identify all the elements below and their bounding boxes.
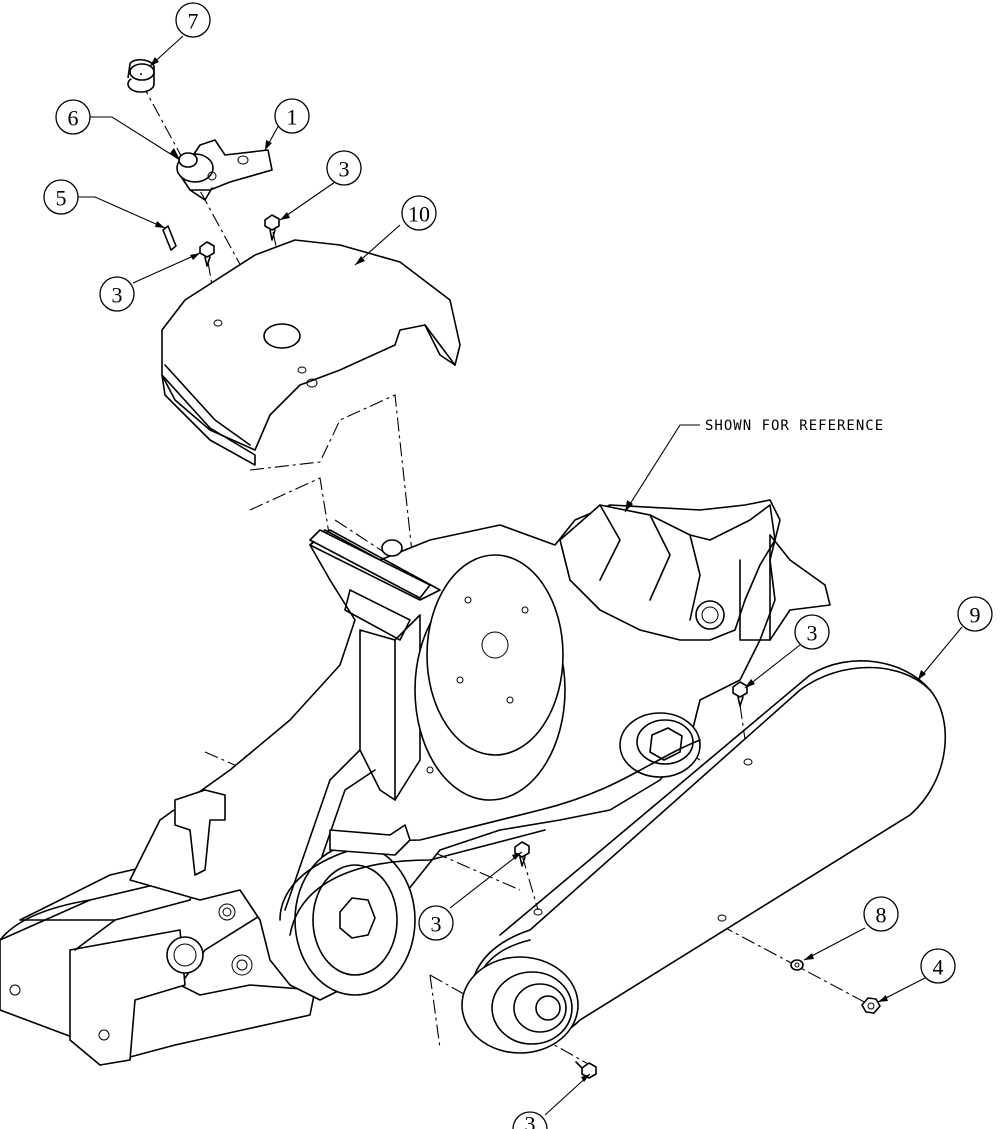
- svg-text:8: 8: [876, 903, 887, 928]
- balloon-3-top-right: 3: [326, 150, 362, 186]
- item-balloons: 7 6 1 3 5 10 3 3: [43, 2, 993, 1129]
- washer-part-8: [790, 959, 804, 971]
- belt-cover-part-10: [161, 239, 461, 466]
- pin-part-5: [162, 225, 177, 251]
- svg-text:4: 4: [933, 955, 944, 980]
- svg-text:9: 9: [970, 603, 981, 628]
- svg-text:7: 7: [188, 9, 199, 34]
- svg-text:6: 6: [68, 106, 79, 131]
- balloon-10: 10: [401, 195, 437, 231]
- svg-text:3: 3: [112, 283, 123, 308]
- balloon-1: 1: [274, 98, 310, 134]
- svg-text:3: 3: [807, 621, 818, 646]
- balloon-3-center: 3: [418, 905, 454, 941]
- svg-text:3: 3: [339, 157, 350, 182]
- reference-note-text: SHOWN FOR REFERENCE: [705, 418, 884, 434]
- lower-drive-pulley: [461, 956, 579, 1054]
- lever-bracket-part-1: [176, 139, 273, 201]
- svg-text:3: 3: [431, 912, 442, 937]
- tiller-frame-housing: [0, 499, 831, 1066]
- bolt-3b: [199, 241, 215, 267]
- svg-text:5: 5: [56, 186, 67, 211]
- bolt-3e: [575, 1061, 597, 1079]
- balloon-3-bottom: 3: [512, 1111, 548, 1129]
- balloon-4: 4: [920, 948, 956, 984]
- balloon-5: 5: [43, 179, 79, 215]
- balloon-8: 8: [863, 896, 899, 932]
- svg-text:3: 3: [525, 1112, 536, 1129]
- reference-note: SHOWN FOR REFERENCE: [624, 418, 884, 513]
- svg-text:10: 10: [408, 202, 430, 227]
- bolt-3a: [264, 214, 280, 241]
- balloon-7: 7: [175, 2, 211, 38]
- svg-text:1: 1: [287, 105, 298, 130]
- nut-part-4: [861, 997, 881, 1014]
- balloon-3-top-left: 3: [99, 276, 135, 312]
- balloon-9: 9: [957, 596, 993, 632]
- leader-lines: [77, 35, 963, 1116]
- bolt-3c: [732, 681, 748, 707]
- cap-part-7: [127, 58, 155, 93]
- balloon-6: 6: [55, 99, 91, 135]
- balloon-3-mid-right: 3: [794, 614, 830, 650]
